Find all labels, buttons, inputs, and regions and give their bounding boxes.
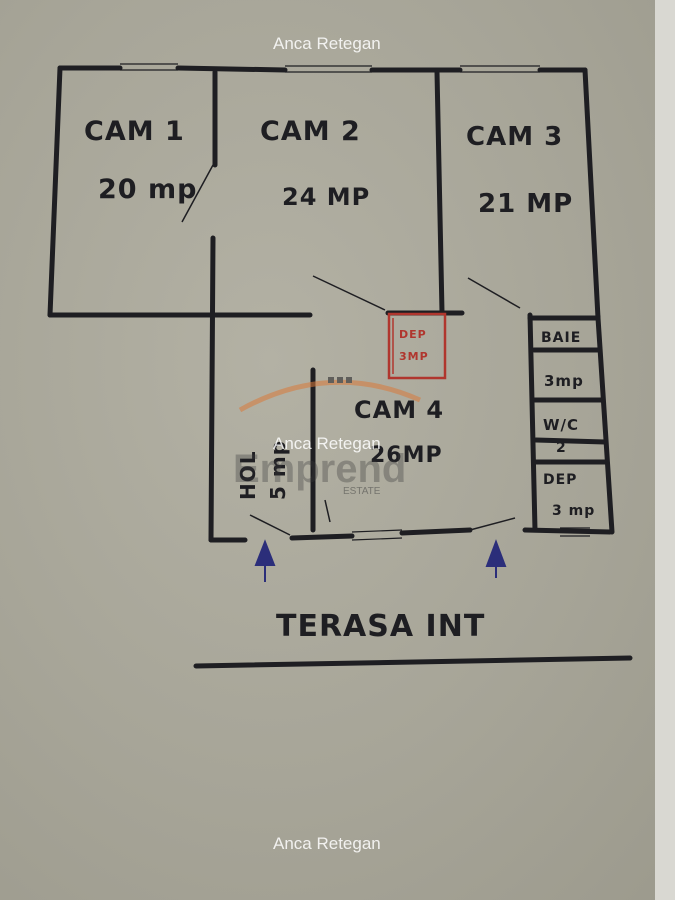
- terrace-label: TERASA INT: [276, 609, 485, 644]
- wc-area: 2: [556, 440, 567, 456]
- bath2-label: DEP: [543, 472, 577, 488]
- cam4-label: CAM 4: [354, 396, 444, 424]
- cam1-label: CAM 1: [84, 116, 185, 147]
- paper-edge: [655, 0, 675, 900]
- storage-label: DEP: [399, 328, 427, 341]
- hall-label-group: HOL 5 mp: [236, 440, 290, 500]
- cam1-area: 20 mp: [98, 174, 197, 205]
- cam4-area: 26MP: [370, 443, 443, 468]
- logo-subtext: ESTATE: [343, 486, 381, 497]
- watermark-center: Anca Retegan: [273, 434, 381, 453]
- cam3-label: CAM 3: [466, 122, 563, 152]
- logo-watermark: [238, 377, 422, 413]
- entry-arrows: [254, 539, 507, 582]
- storage-red-box: [387, 312, 447, 380]
- bath-area: 3mp: [544, 372, 584, 390]
- watermark-bottom: Anca Retegan: [273, 834, 381, 853]
- hall-area: 5 mp: [266, 440, 290, 500]
- windows: [120, 63, 590, 541]
- cam2-area: 24 MP: [282, 183, 370, 211]
- storage-area: 3MP: [399, 350, 429, 363]
- logo-text: Emprend: [233, 447, 406, 491]
- walls: [47, 65, 633, 669]
- bath2-area: 3 mp: [552, 503, 595, 519]
- wc-label: W/C: [543, 416, 579, 434]
- cam2-label: CAM 2: [260, 116, 361, 147]
- doors: [181, 164, 521, 536]
- cam3-area: 21 MP: [478, 189, 573, 219]
- watermark-top: Anca Retegan: [273, 34, 381, 53]
- bath-label: BAIE: [541, 330, 581, 346]
- hall-label: HOL: [236, 451, 260, 500]
